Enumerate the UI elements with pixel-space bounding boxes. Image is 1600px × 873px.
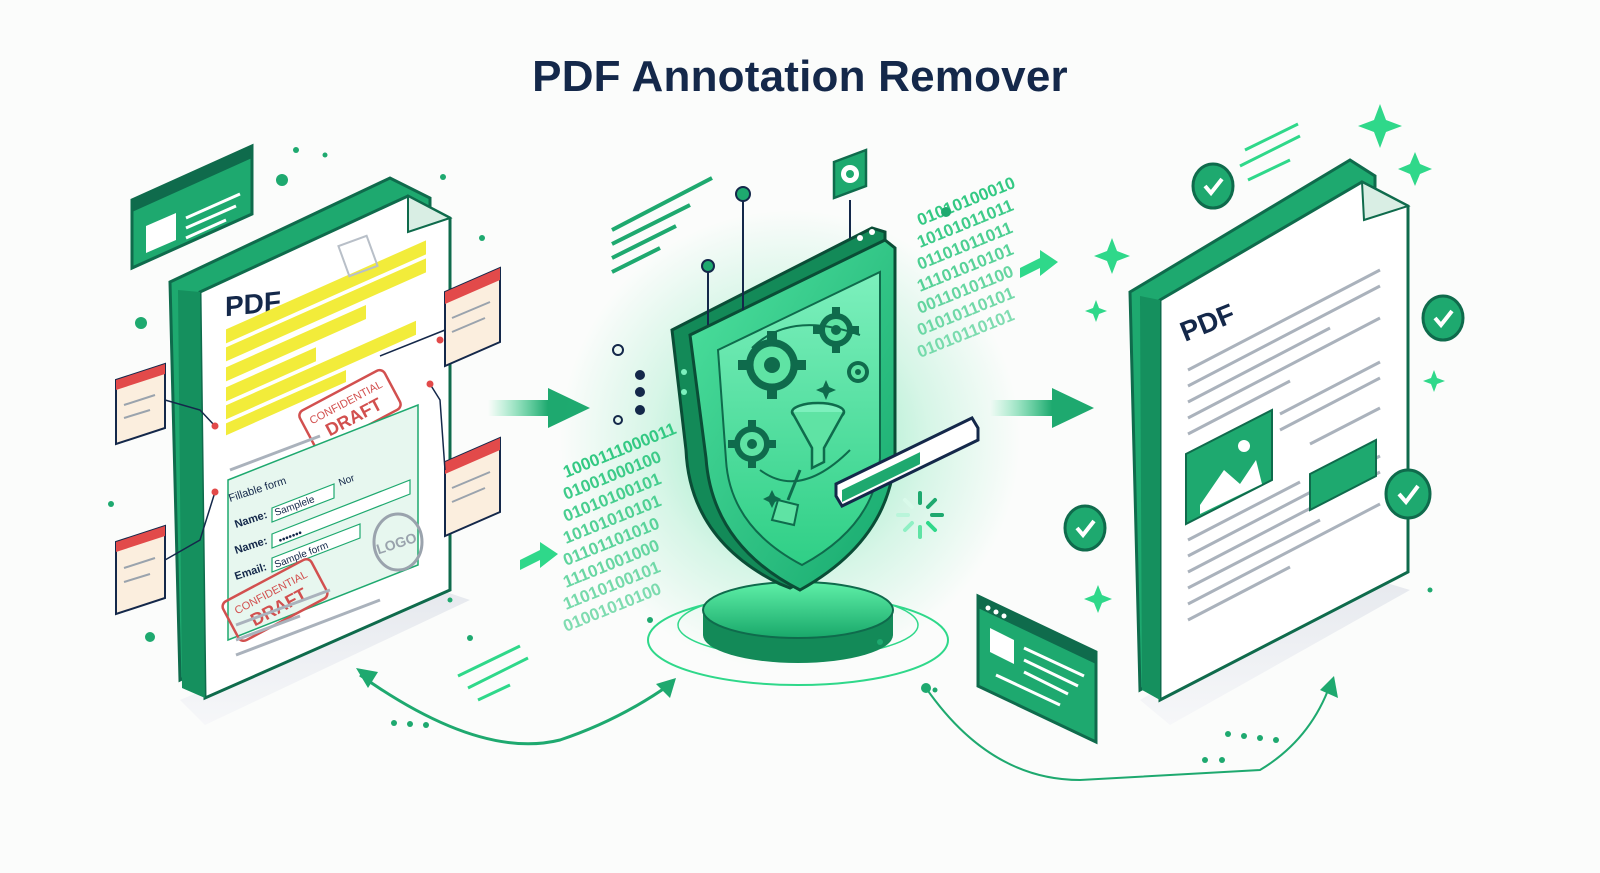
highlight-bar	[226, 320, 416, 420]
highlight-bar	[226, 258, 426, 362]
gear-icon	[847, 361, 869, 383]
clean-doc-shadow	[1140, 575, 1410, 725]
form-input-name1	[271, 483, 335, 523]
code-window-icon	[976, 593, 1098, 745]
checkmark-icon	[1421, 294, 1465, 342]
clean-doc-spine	[1140, 296, 1160, 700]
decorative-dots-left	[108, 147, 485, 728]
sparkle-icon	[1398, 152, 1432, 186]
sticky-note-icon	[115, 524, 166, 616]
source-doc-fold	[407, 194, 453, 234]
highlight-bar	[226, 369, 346, 436]
source-document: PDF CONFIDENTIAL DRAFT Fillable form	[168, 176, 470, 725]
status-dots	[612, 344, 645, 425]
clean-document: PDF	[1128, 158, 1411, 725]
sparkles-right	[1084, 104, 1445, 613]
funnel-icon	[790, 401, 846, 471]
page-title: PDF Annotation Remover	[532, 52, 1068, 101]
decorative-dots-right	[1202, 587, 1433, 763]
note-connectors	[164, 329, 446, 561]
logo-ring	[372, 512, 424, 572]
image-watermark	[337, 234, 379, 278]
arrow-right-icon	[1020, 250, 1058, 278]
highlight-bar	[226, 347, 316, 402]
speed-lines	[457, 644, 529, 702]
image-icon	[1185, 408, 1273, 526]
form-input-name2	[271, 479, 411, 549]
checkmark-icon	[1063, 504, 1107, 552]
source-doc-text-lines	[229, 434, 381, 657]
checkmark-icon	[1191, 162, 1235, 210]
curved-connector	[359, 673, 673, 746]
processor-engine: 0101010001010101011011011010110111110101…	[560, 148, 1020, 693]
text-line	[235, 588, 331, 627]
clean-doc-fold	[1360, 180, 1411, 222]
sparkle-icon	[763, 380, 836, 508]
sparkle-icon	[1423, 370, 1445, 392]
sticky-note-icon	[115, 362, 166, 446]
flow-arrows	[356, 250, 1338, 782]
curved-connector	[925, 684, 1331, 782]
progress-fill	[842, 452, 920, 502]
sparkle-icon	[1094, 238, 1130, 274]
arrow-right-icon	[520, 542, 558, 570]
form-suffix-name1: Nor	[337, 473, 357, 489]
checkmarks	[1063, 162, 1465, 552]
decorative-dots-center	[647, 207, 951, 693]
fillable-form-annotation: Fillable form Name: Samplele Nor Name: •…	[227, 403, 419, 642]
gear-icon	[738, 331, 806, 399]
sticky-note-icon	[444, 266, 501, 368]
gear-icon	[728, 420, 776, 468]
clean-doc-text-lines	[1187, 268, 1381, 622]
progress-bar	[834, 416, 980, 508]
speed-lines-right	[1239, 122, 1301, 182]
browser-window-icon	[130, 143, 254, 271]
source-doc-spine	[178, 290, 205, 698]
highlight-bar	[226, 305, 366, 382]
content-block	[1309, 438, 1377, 512]
form-input-email	[271, 523, 361, 573]
sparkle-icon	[1358, 104, 1402, 148]
checkmark-icon	[1384, 468, 1432, 520]
loading-spinner-icon	[896, 491, 944, 539]
source-doc-shadow	[180, 590, 470, 725]
stamp-border	[221, 557, 329, 643]
sparkle-icon	[1084, 585, 1112, 613]
text-line	[235, 614, 301, 642]
sticky-note-icon	[444, 436, 501, 538]
watermark-frame	[337, 234, 379, 278]
sticky-notes	[115, 266, 501, 616]
data-lines-widget	[611, 176, 713, 274]
antenna-pins	[707, 198, 744, 325]
text-line	[235, 598, 381, 657]
gear-badge	[832, 148, 868, 238]
broom-icon	[770, 469, 802, 527]
binary-stream-right: 0101010001010101011011011010110111110101…	[914, 173, 1018, 362]
sparkle-icon	[1085, 300, 1107, 322]
gear-icon	[841, 165, 859, 183]
text-line	[229, 434, 321, 472]
